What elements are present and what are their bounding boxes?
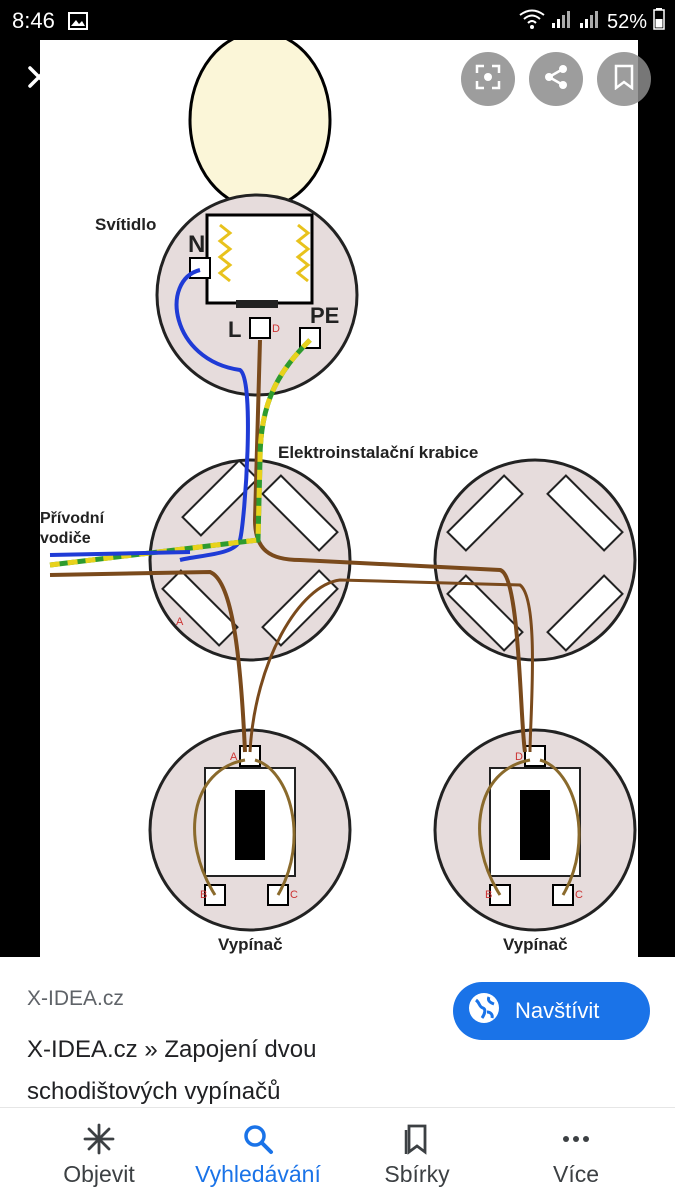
junction-box-right bbox=[433, 458, 637, 662]
bottom-navigation: Objevit Vyhledávání Sbírky Více bbox=[0, 1107, 675, 1200]
image-viewer[interactable]: Svítidlo N L PE Elektroinstalační krabic… bbox=[0, 40, 675, 957]
status-indicators: 52% bbox=[519, 8, 665, 36]
visit-button[interactable]: Navštívit bbox=[453, 982, 650, 1040]
label-supply-1: Přívodní bbox=[40, 510, 105, 527]
battery-text: 52% bbox=[606, 10, 647, 33]
label-term-d: D bbox=[515, 751, 523, 763]
share-icon bbox=[542, 63, 570, 96]
wifi-icon bbox=[519, 9, 545, 35]
lens-button[interactable] bbox=[461, 52, 515, 106]
search-icon bbox=[241, 1122, 275, 1156]
visit-label: Navštívit bbox=[515, 998, 600, 1023]
label-pe: PE bbox=[310, 303, 339, 328]
more-dots-icon bbox=[559, 1122, 593, 1156]
nav-item-more[interactable]: Více bbox=[492, 1108, 660, 1200]
nav-label-discover: Objevit bbox=[63, 1161, 135, 1187]
signal-icon-2 bbox=[579, 9, 601, 35]
label-term-b-left: B bbox=[200, 889, 207, 901]
label-fixture: Svítidlo bbox=[95, 215, 156, 234]
battery-icon bbox=[653, 8, 665, 36]
asterisk-icon bbox=[82, 1122, 116, 1156]
close-button[interactable] bbox=[12, 52, 66, 106]
status-bar: 8:46 52% bbox=[0, 0, 675, 40]
status-time: 8:46 bbox=[12, 8, 55, 33]
label-term-b-right: B bbox=[485, 889, 492, 901]
label-live: L bbox=[228, 317, 241, 342]
nav-label-collections: Sbírky bbox=[384, 1161, 450, 1187]
nav-item-search[interactable]: Vyhledávání bbox=[174, 1108, 342, 1200]
lens-icon bbox=[474, 63, 502, 96]
bookmark-icon bbox=[613, 64, 635, 95]
result-title[interactable]: X-IDEA.cz » Zapojení dvou schodištových … bbox=[27, 1036, 317, 1105]
label-supply-2: vodiče bbox=[40, 530, 91, 547]
wiring-diagram-image[interactable]: Svítidlo N L PE Elektroinstalační krabic… bbox=[40, 40, 638, 957]
bulb-shape bbox=[188, 40, 332, 210]
label-switch-right: Vypínač bbox=[503, 935, 568, 954]
label-term-c-left: C bbox=[290, 889, 298, 901]
gallery-notification-icon bbox=[68, 12, 88, 35]
wiring-diagram: Svítidlo N L PE Elektroinstalační krabic… bbox=[40, 40, 637, 954]
label-switch-left: Vypínač bbox=[218, 935, 283, 954]
result-source[interactable]: X-IDEA.cz bbox=[27, 987, 124, 1010]
nav-item-discover[interactable]: Objevit bbox=[15, 1108, 183, 1200]
label-neutral: N bbox=[188, 231, 205, 258]
label-term-d-lamp: D bbox=[272, 323, 280, 335]
label-term-a: A bbox=[230, 751, 238, 763]
result-info: X-IDEA.cz X-IDEA.cz » Zapojení dvou scho… bbox=[0, 957, 675, 1107]
close-icon bbox=[26, 64, 52, 95]
bookmark-icon bbox=[400, 1122, 434, 1156]
nav-label-search: Vyhledávání bbox=[195, 1161, 321, 1187]
label-term-c-right: C bbox=[575, 889, 583, 901]
share-button[interactable] bbox=[529, 52, 583, 106]
save-button[interactable] bbox=[597, 52, 651, 106]
label-term-a-box: A bbox=[176, 616, 184, 628]
label-junction-box: Elektroinstalační krabice bbox=[278, 443, 478, 462]
nav-item-collections[interactable]: Sbírky bbox=[333, 1108, 501, 1200]
nav-label-more: Více bbox=[552, 1161, 600, 1187]
signal-icon bbox=[551, 9, 573, 35]
globe-icon bbox=[467, 991, 501, 1031]
